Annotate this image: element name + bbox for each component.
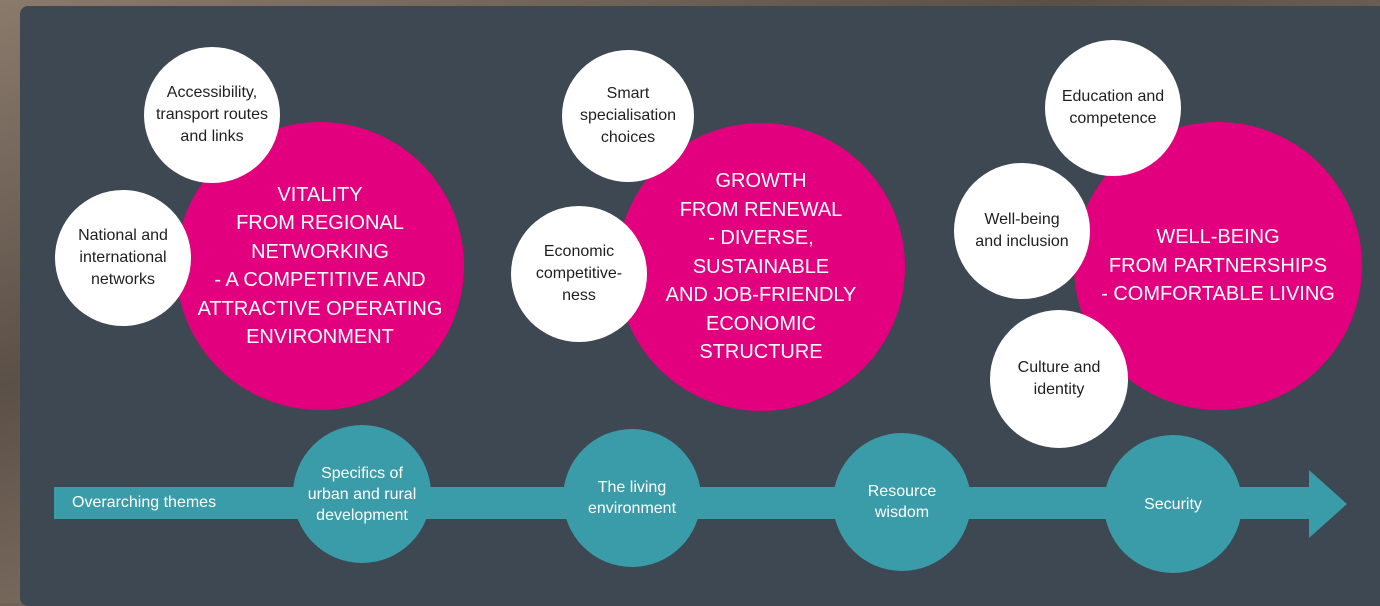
topic-well-being-inclusion-label: Well-being and inclusion [975,211,1069,250]
topic-economic-competitiveness: Economic competitive- ness [511,206,647,342]
arrow-head-icon [1309,470,1347,538]
topic-smart-specialisation: Smart specialisation choices [562,50,694,182]
topic-well-being-inclusion: Well-being and inclusion [954,163,1090,299]
topic-culture-identity-label: Culture and identity [1017,359,1101,398]
topic-accessibility-label: Accessibility, transport routes and link… [155,84,269,145]
theme-urban-rural: Specifics of urban and rural development [293,425,431,563]
theme-security: Security [1104,435,1242,573]
theme-urban-rural-label: Specifics of urban and rural development [307,464,417,524]
theme-resource-wisdom-label: Resource wisdom [867,483,937,521]
theme-living-environment-label: The living environment [587,479,677,517]
pillar-well-being-title: WELL-BEING FROM PARTNERSHIPS - COMFORTAB… [1101,226,1335,306]
pillar-vitality-title: VITALITY FROM REGIONAL NETWORKING - A CO… [197,183,443,349]
theme-security-label: Security [1144,495,1202,513]
overarching-themes-label: Overarching themes [72,494,217,511]
theme-resource-wisdom: Resource wisdom [833,433,971,571]
topic-smart-specialisation-label: Smart specialisation choices [579,85,677,146]
topic-networks-label: National and international networks [78,227,168,288]
pillar-growth-title: GROWTH FROM RENEWAL - DIVERSE, SUSTAINAB… [665,170,857,364]
topic-education-label: Education and competence [1061,88,1165,127]
topic-accessibility: Accessibility, transport routes and link… [144,47,280,183]
pillar-growth: GROWTH FROM RENEWAL - DIVERSE, SUSTAINAB… [617,123,905,411]
topic-education: Education and competence [1045,40,1181,176]
topic-economic-competitiveness-label: Economic competitive- ness [535,243,623,304]
topic-networks: National and international networks [55,190,191,326]
theme-living-environment: The living environment [563,429,701,567]
topic-culture-identity: Culture and identity [990,310,1128,448]
